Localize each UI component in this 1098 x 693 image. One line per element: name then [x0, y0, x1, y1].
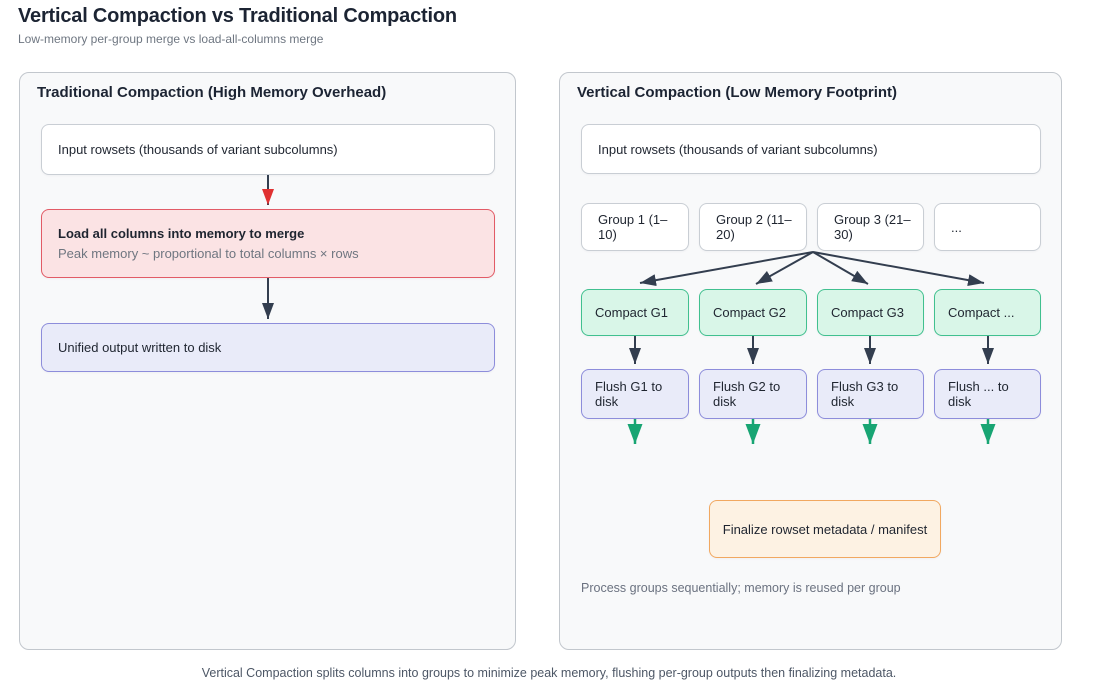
page-title: Vertical Compaction vs Traditional Compa…: [18, 5, 457, 27]
vertical-panel-title: Vertical Compaction (Low Memory Footprin…: [577, 84, 898, 101]
node-load-all-columns-label: Load all columns into memory to merge: [58, 226, 305, 241]
sequential-processing-note: Process groups sequentially; memory is r…: [581, 581, 901, 595]
node-compact-g2: Compact G2: [699, 289, 807, 336]
arrow-fan-g1-icon: [639, 251, 814, 287]
node-compact-g2-label: Compact G2: [713, 305, 786, 320]
node-compact-g3: Compact G3: [817, 289, 924, 336]
diagram-caption: Vertical Compaction splits columns into …: [201, 666, 897, 680]
node-compact-g1-label: Compact G1: [595, 305, 668, 320]
node-group-2: Group 2 (11–20): [699, 203, 807, 251]
node-flush-g1: Flush G1 to disk: [581, 369, 689, 419]
vertical-compaction-panel: Vertical Compaction (Low Memory Footprin…: [559, 72, 1062, 650]
node-group-more: ...: [934, 203, 1041, 251]
node-compact-more-label: Compact ...: [948, 305, 1015, 320]
node-input-rowsets-label: Input rowsets (thousands of variant subc…: [598, 141, 878, 157]
arrow-fan-more-icon: [812, 251, 985, 287]
node-group-1: Group 1 (1–10): [581, 203, 689, 251]
node-compact-g1: Compact G1: [581, 289, 689, 336]
node-input-rowsets: Input rowsets (thousands of variant subc…: [581, 124, 1041, 174]
node-input-rowsets: Input rowsets (thousands of variant subc…: [41, 124, 495, 175]
node-finalize-metadata: Finalize rowset metadata / manifest: [709, 500, 941, 558]
node-flush-more: Flush ... to disk: [934, 369, 1041, 419]
node-compact-g3-label: Compact G3: [831, 305, 904, 320]
node-group-3: Group 3 (21–30): [817, 203, 924, 251]
page-subtitle: Low-memory per-group merge vs load-all-c…: [18, 32, 324, 46]
node-group-more-label: ...: [951, 219, 962, 235]
node-group-1-label: Group 1 (1–10): [598, 212, 668, 242]
node-group-2-label: Group 2 (11–20): [716, 212, 792, 242]
node-group-3-label: Group 3 (21–30): [834, 212, 911, 242]
arrow-fan-g3-icon: [812, 251, 869, 285]
node-flush-g1-label: Flush G1 to disk: [595, 379, 663, 409]
node-input-rowsets-label: Input rowsets (thousands of variant subc…: [58, 142, 338, 157]
node-unified-output: Unified output written to disk: [41, 323, 495, 372]
node-flush-g3-label: Flush G3 to disk: [831, 379, 899, 409]
node-flush-g2: Flush G2 to disk: [699, 369, 807, 419]
node-compact-more: Compact ...: [934, 289, 1041, 336]
node-peak-memory-note: Peak memory ~ proportional to total colu…: [58, 246, 359, 261]
arrow-fan-g2-icon: [755, 251, 814, 285]
traditional-compaction-panel: Traditional Compaction (High Memory Over…: [19, 72, 516, 650]
node-finalize-metadata-label: Finalize rowset metadata / manifest: [722, 521, 928, 537]
node-flush-more-label: Flush ... to disk: [948, 379, 1009, 409]
node-flush-g2-label: Flush G2 to disk: [713, 379, 781, 409]
node-unified-output-label: Unified output written to disk: [58, 340, 222, 355]
node-load-all-columns: Load all columns into memory to merge Pe…: [41, 209, 495, 278]
traditional-panel-title: Traditional Compaction (High Memory Over…: [37, 84, 387, 101]
node-flush-g3: Flush G3 to disk: [817, 369, 924, 419]
